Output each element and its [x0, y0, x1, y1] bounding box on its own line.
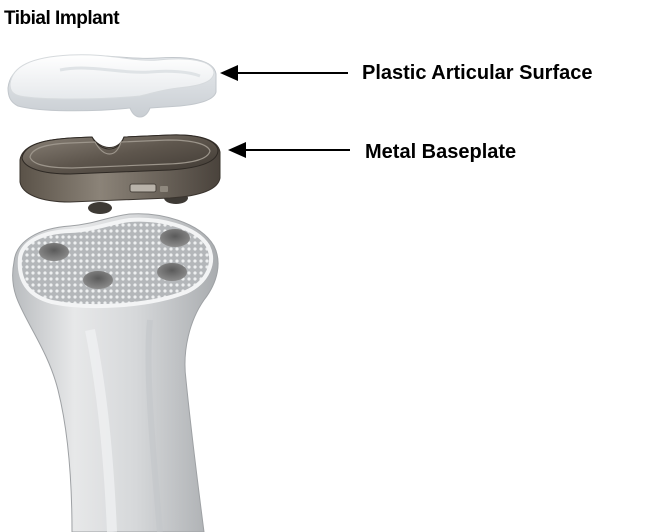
metal-baseplate-label: Metal Baseplate	[365, 141, 516, 164]
plastic-pointer-arrow	[220, 63, 348, 83]
metal-baseplate	[20, 135, 220, 214]
plastic-articular-surface	[8, 55, 216, 117]
plastic-articular-surface-label: Plastic Articular Surface	[362, 62, 592, 85]
metal-pointer-arrow	[228, 140, 350, 160]
tibia-bone	[13, 214, 218, 532]
